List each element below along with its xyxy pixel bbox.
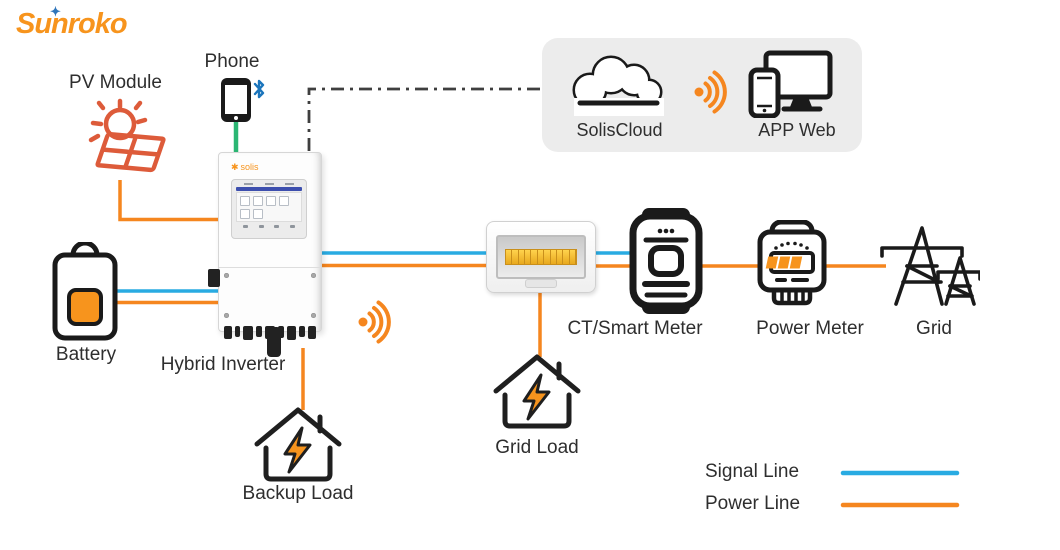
- inverter-brand-logo: ✱ solis: [231, 162, 259, 172]
- grid-load-label: Grid Load: [495, 437, 579, 458]
- power-meter-label: Power Meter: [756, 318, 864, 339]
- power-meter-icon: [757, 220, 827, 306]
- inverter-display: [231, 179, 307, 239]
- pv-module-label: PV Module: [69, 72, 162, 93]
- battery-icon: [52, 242, 118, 341]
- inverter-side-connector: [208, 269, 220, 287]
- hybrid-inverter-label: Hybrid Inverter: [160, 354, 286, 375]
- ct-smart-meter-icon: [629, 208, 703, 314]
- brand-logo: Sunroko ✦: [16, 4, 128, 41]
- screw-icon: [311, 313, 316, 318]
- breaker-row: [504, 249, 578, 265]
- app-web-label: APP Web: [758, 120, 836, 140]
- bluetooth-icon: [253, 79, 265, 99]
- solis-flower-icon: ✱: [231, 161, 239, 172]
- wifi-icon: [358, 300, 391, 344]
- ct-smart-meter-label: CT/Smart Meter: [567, 318, 703, 339]
- inverter-brand-text: solis: [240, 162, 259, 172]
- brand-logo-text: Sunroko: [16, 8, 128, 40]
- inverter-display-diagram: [236, 192, 302, 222]
- screw-icon: [311, 273, 316, 278]
- backup-load-icon: [254, 407, 342, 482]
- solis-cloud-label: SolisCloud: [576, 120, 663, 140]
- distribution-box: [486, 221, 596, 293]
- grid-icon: [880, 226, 980, 306]
- inverter-display-header: [236, 187, 302, 191]
- cloud-dashed-link: [307, 87, 541, 151]
- legend-power-label: Power Line: [705, 493, 801, 514]
- pv-power-line: [118, 180, 219, 222]
- grid-load-icon: [493, 354, 581, 429]
- screw-icon: [224, 273, 229, 278]
- phone-icon: [221, 78, 251, 122]
- grid-label: Grid: [916, 318, 952, 339]
- backup-load-label: Backup Load: [242, 483, 354, 504]
- cloud-panel: SolisCloud APP Web: [542, 38, 862, 152]
- wifi-icon: [694, 70, 727, 114]
- legend-signal-label: Signal Line: [705, 461, 800, 482]
- screw-icon: [224, 313, 229, 318]
- hybrid-inverter-device: ✱ solis: [208, 152, 322, 357]
- solis-cloud-icon: [572, 55, 664, 116]
- breaker-window: [496, 235, 586, 279]
- app-web-icon: [748, 50, 833, 118]
- phone-label: Phone: [204, 51, 260, 72]
- pv-module-icon: [88, 98, 166, 173]
- battery-label: Battery: [55, 344, 117, 365]
- inverter-antenna: [267, 327, 281, 357]
- sparkle-icon: ✦: [50, 4, 61, 19]
